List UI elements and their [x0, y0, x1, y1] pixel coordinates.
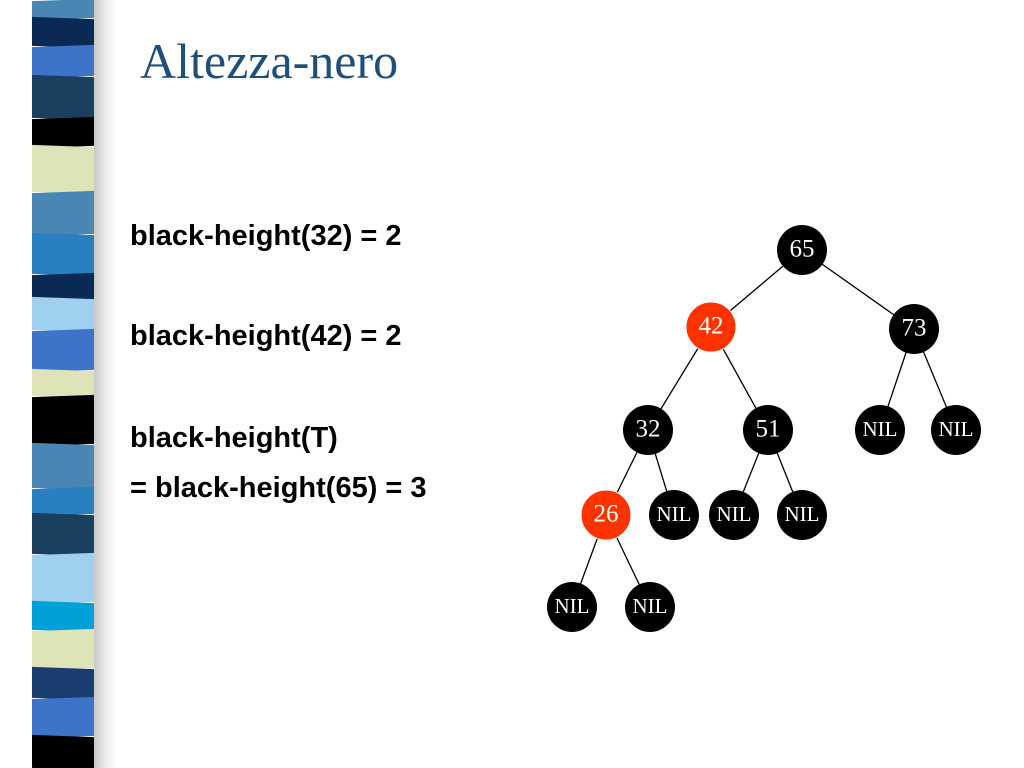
tree-node-nil73l: NIL: [855, 405, 905, 455]
tree-node-circle: [623, 405, 673, 455]
tree-node-label: NIL: [657, 502, 692, 526]
tree-node-label: 73: [902, 315, 927, 342]
tree-node-circle: [743, 405, 793, 455]
tree-node-circle: [685, 301, 737, 353]
tree-node-label: 26: [594, 501, 619, 528]
tree-node-label: NIL: [863, 417, 898, 441]
black-height-65-line: = black-height(65) = 3: [130, 472, 427, 504]
tree-node-label: 42: [699, 313, 724, 340]
tree-node-circle: [855, 405, 905, 455]
tree-node-label: NIL: [717, 502, 752, 526]
tree-node-n51: 51: [743, 405, 793, 455]
tree-node-n73: 73: [889, 304, 939, 354]
tree-node-label: NIL: [785, 502, 820, 526]
tree-node-circle: [777, 225, 827, 275]
tree-node-label: 32: [636, 416, 661, 443]
tree-node-circle: [931, 405, 981, 455]
tree-node-nil51l: NIL: [709, 490, 759, 540]
tree-node-n32: 32: [623, 405, 673, 455]
tree-node-nil32r: NIL: [649, 490, 699, 540]
tree-node-nil26r: NIL: [625, 582, 675, 632]
tree-node-nil73r: NIL: [931, 405, 981, 455]
black-height-t-line: black-height(T): [130, 422, 338, 454]
tree-node-circle: [547, 582, 597, 632]
tree-node-label: NIL: [939, 417, 974, 441]
tree-node-label: 51: [756, 416, 781, 443]
tree-node-circle: [649, 490, 699, 540]
tree-node-n65: 65: [777, 225, 827, 275]
tree-node-n42: 42: [685, 301, 737, 353]
tree-node-circle: [777, 490, 827, 540]
tree-node-circle: [580, 489, 632, 541]
tree-node-circle: [625, 582, 675, 632]
black-height-32-line: black-height(32) = 2: [130, 220, 402, 252]
black-height-42-line: black-height(42) = 2: [130, 320, 402, 352]
tree-node-circle: [889, 304, 939, 354]
tree-node-nil26l: NIL: [547, 582, 597, 632]
stripe-shadow: [94, 0, 116, 768]
tree-node-nil51r: NIL: [777, 490, 827, 540]
tree-node-label: NIL: [633, 594, 668, 618]
tree-node-n26: 26: [580, 489, 632, 541]
tree-node-label: 65: [790, 236, 815, 263]
tree-node-label: NIL: [555, 594, 590, 618]
slide-title: Altezza-nero: [140, 33, 399, 89]
tree-node-circle: [709, 490, 759, 540]
